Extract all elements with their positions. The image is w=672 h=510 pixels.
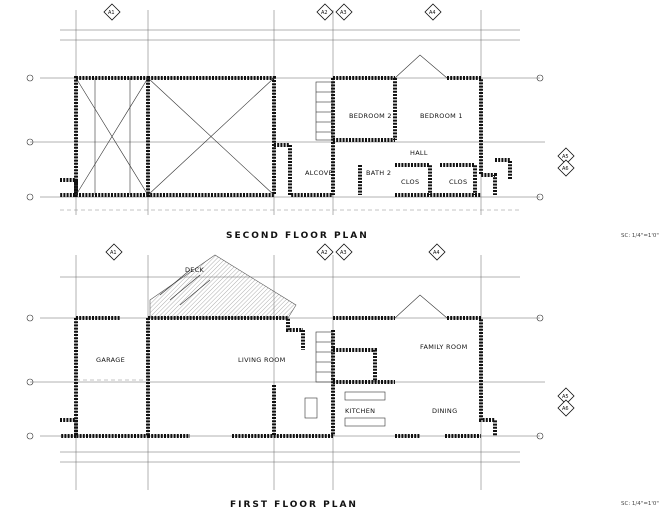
deck-hatch: [149, 254, 297, 319]
bay-window-outline: [394, 54, 448, 79]
room-label-family: FAMILY ROOM: [420, 343, 468, 351]
svg-text:A3: A3: [340, 10, 347, 16]
svg-text:A5: A5: [562, 154, 569, 160]
first-floor-stair: [315, 331, 333, 383]
section-marker-top-c: A3: [335, 3, 353, 21]
svg-text:A4: A4: [433, 250, 440, 256]
deck-stair-line: [169, 274, 201, 301]
room-label-bath-2: BATH 2: [366, 169, 391, 177]
room-label-bedroom-2: BEDROOM 2: [349, 112, 392, 120]
svg-text:A4: A4: [429, 10, 436, 16]
room-label-bedroom-1: BEDROOM 1: [420, 112, 463, 120]
second-floor-scale: SC: 1/4"=1'0": [621, 233, 659, 239]
section-marker-side-4: A6: [557, 399, 575, 417]
section-marker-mid-a: A1: [105, 243, 123, 261]
room-label-hall: HALL: [410, 149, 428, 157]
room-label-dining: DINING: [432, 407, 457, 415]
svg-text:A1: A1: [110, 250, 117, 256]
second-floor-plan: BEDROOM 2 BEDROOM 1 HALL ALCOVE BATH 2 C…: [30, 10, 659, 241]
svg-text:A6: A6: [562, 166, 569, 172]
second-floor-walls: [60, 76, 512, 197]
first-floor-walls: [60, 316, 497, 438]
section-marker-top-b: A2: [316, 3, 334, 21]
open-to-below-lines: [75, 77, 275, 196]
room-label-garage: GARAGE: [96, 356, 125, 364]
bay-window-outline-lower: [394, 294, 448, 319]
first-floor-gridlines: [30, 255, 545, 490]
section-marker-mid-b: A2: [316, 243, 334, 261]
deck-stair-line: [179, 279, 211, 306]
grid-bubbles: [26, 74, 544, 440]
section-marker-mid-c: A3: [335, 243, 353, 261]
svg-text:A5: A5: [562, 394, 569, 400]
room-label-alcove: ALCOVE: [305, 169, 333, 177]
svg-text:A3: A3: [340, 250, 347, 256]
first-floor-plan: DECK GARAGE LIVING ROOM FAMILY ROOM KITC…: [30, 254, 659, 510]
first-floor-title: FIRST FLOOR PLAN: [230, 500, 358, 510]
svg-text:A2: A2: [321, 250, 328, 256]
svg-text:A6: A6: [562, 406, 569, 412]
kitchen-counters: [304, 391, 386, 427]
second-floor-title: SECOND FLOOR PLAN: [226, 231, 369, 241]
svg-text:A2: A2: [321, 10, 328, 16]
second-floor-gridlines: [30, 10, 545, 215]
svg-text:A1: A1: [108, 10, 115, 16]
second-floor-stair: [315, 81, 333, 141]
first-floor-scale: SC: 1/4"=1'0": [621, 501, 659, 507]
room-label-kitchen: KITCHEN: [345, 407, 375, 415]
section-marker-top-d: A4: [424, 3, 442, 21]
section-marker-mid-d: A4: [428, 243, 446, 261]
section-markers: A1 A2 A3 A4 A1 A2 A3 A4: [103, 3, 575, 417]
room-label-closet-a: CLOS: [401, 178, 419, 186]
deck-stair-line: [159, 269, 191, 296]
section-marker-side-2: A6: [557, 159, 575, 177]
room-label-deck: DECK: [185, 266, 205, 274]
room-label-living: LIVING ROOM: [238, 356, 286, 364]
section-marker-top-a: A1: [103, 3, 121, 21]
room-label-closet-b: CLOS: [449, 178, 467, 186]
